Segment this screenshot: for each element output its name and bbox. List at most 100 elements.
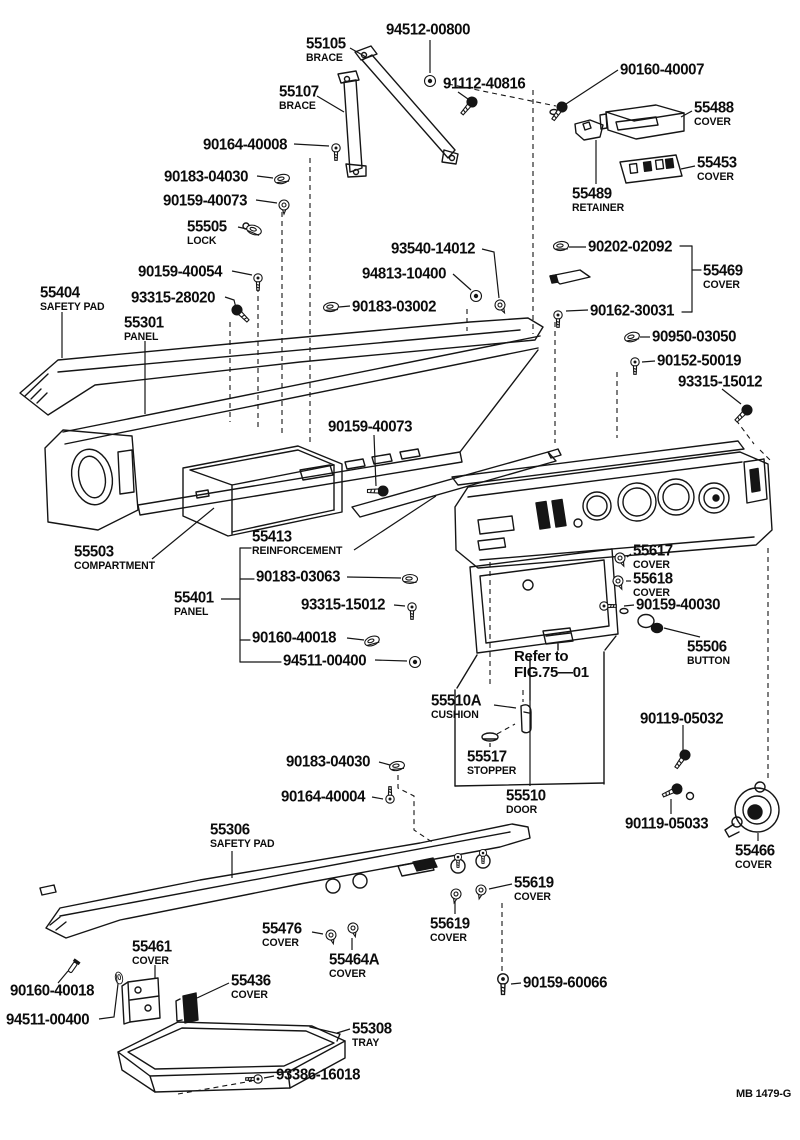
drawing-stopper-55517 (481, 732, 499, 742)
part-name: DOOR (506, 803, 538, 817)
figure-code: MB 1479-G (736, 1088, 792, 1100)
leader-90162-30031 (565, 309, 589, 312)
part-number: 93540-14012 (391, 239, 476, 258)
part-number: 91112-40816 (443, 74, 526, 93)
washer (685, 791, 695, 801)
part-name: COMPARTMENT (74, 559, 155, 573)
part-number: 55489 (572, 184, 612, 203)
part-label-90159-40030: 90159-40030 (636, 597, 720, 613)
part-label-90164-40008: 90164-40008 (203, 137, 287, 153)
part-name: CUSHION (431, 708, 479, 722)
leader-90160-40007 (565, 69, 619, 105)
drawing-cover-55469 (549, 269, 591, 285)
part-number: 90164-40004 (281, 787, 366, 806)
leader-55436 (196, 982, 230, 999)
part-label-90183-04030: 90183-04030 (164, 169, 248, 185)
part-number: 90159-40073 (328, 417, 413, 436)
part-label-90119-05032: 90119-05032 (640, 711, 724, 727)
part-number: 55503 (74, 542, 114, 561)
part-number: 90950-03050 (652, 327, 737, 346)
leader-93315-15012 (721, 388, 742, 405)
reference-note-line1: Refer to (514, 648, 569, 665)
part-label-93315-15012: 93315-15012 (678, 374, 762, 390)
part-label-90159-40073: 90159-40073 (328, 419, 412, 435)
leader-90159-40073 (373, 434, 377, 487)
leader-lines (57, 40, 759, 1079)
part-number: 90159-40054 (138, 262, 223, 281)
part-name: TRAY (352, 1036, 380, 1050)
part-label-94813-10400: 94813-10400 (362, 266, 446, 282)
leader-55105 (349, 47, 367, 58)
part-number: 90160-40018 (252, 628, 337, 647)
part-name: REINFORCEMENT (252, 544, 343, 558)
part-number: 90152-50019 (657, 351, 742, 370)
drawing-compartment-55503 (182, 445, 343, 537)
part-number: 90159-60066 (523, 973, 608, 992)
leader-90159-40073 (255, 199, 278, 204)
drawing-button-55506 (637, 613, 664, 634)
leader-55308 (336, 1028, 351, 1034)
part-number: 90183-03063 (256, 567, 341, 586)
part-label-93540-14012: 93540-14012 (391, 241, 475, 257)
part-number: 55510A (431, 691, 482, 710)
part-name: STOPPER (467, 764, 517, 778)
part-label-90950-03050: 90950-03050 (652, 329, 736, 345)
part-number: 90183-04030 (164, 167, 249, 186)
part-number: 55301 (124, 313, 164, 332)
drawing-reinforcement-55413 (351, 440, 745, 518)
part-name: PANEL (124, 330, 159, 344)
drawing-cover-55488 (599, 104, 685, 140)
leader-93540-14012 (481, 248, 500, 299)
leader-55476 (311, 931, 324, 935)
part-name: PANEL (174, 605, 209, 619)
leader-90183-03002 (338, 305, 351, 308)
part-number: 55506 (687, 637, 727, 656)
bracket-lines (239, 245, 702, 663)
part-number: 55308 (352, 1019, 392, 1038)
part-number: 55105 (306, 34, 346, 53)
part-number: 55306 (210, 820, 250, 839)
part-number: 90183-03002 (352, 297, 437, 316)
part-number: 55107 (279, 82, 319, 101)
part-label-90159-40054: 90159-40054 (138, 264, 222, 280)
part-name: COVER (694, 115, 731, 129)
drawing-door-55510 (454, 548, 619, 787)
part-number: 55469 (703, 261, 743, 280)
leader-90159-60066 (510, 982, 522, 985)
leader-93315-28020 (224, 296, 237, 309)
part-name: COVER (329, 967, 366, 981)
drawing-bracket-55436 (175, 992, 199, 1024)
leader-94511-00400 (98, 983, 119, 1020)
leader-93315-15012 (393, 604, 406, 607)
part-number: 55453 (697, 153, 737, 172)
leader-94511-00400 (374, 659, 408, 662)
part-name: COVER (514, 890, 551, 904)
part-label-90119-05033: 90119-05033 (625, 816, 709, 832)
part-number: 55618 (633, 569, 673, 588)
part-label-94511-00400: 94511-00400 (6, 1012, 90, 1028)
part-name: COVER (262, 936, 299, 950)
part-number: 55488 (694, 98, 734, 117)
part-label-91112-40816: 91112-40816 (443, 74, 526, 93)
part-number: 90202-02092 (588, 237, 673, 256)
leader-90164-40008 (293, 143, 330, 147)
part-number: 55464A (329, 950, 380, 969)
part-label-94512-00800: 94512-00800 (386, 22, 470, 38)
part-number: 55413 (252, 527, 292, 546)
